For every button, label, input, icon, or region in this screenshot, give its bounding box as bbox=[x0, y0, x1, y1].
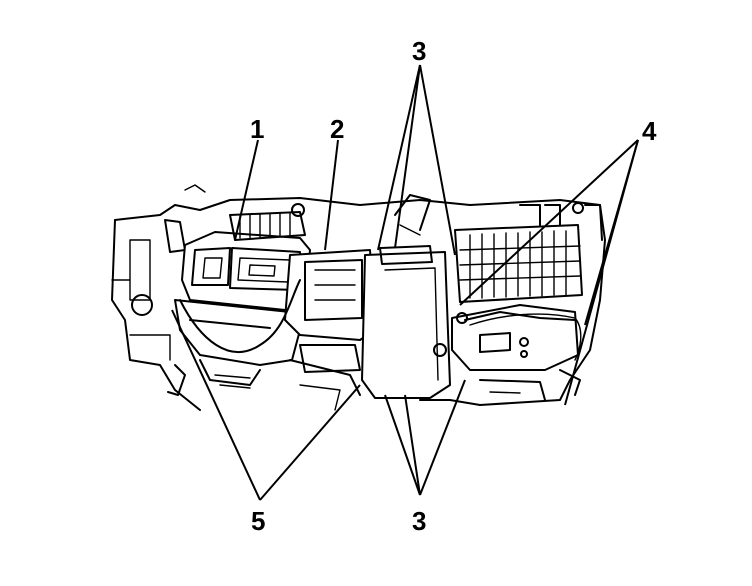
fastener-top bbox=[291, 203, 305, 217]
callout-3-bottom: 3 bbox=[412, 506, 426, 536]
callout-labels: 1 2 3 4 5 3 bbox=[250, 36, 657, 536]
wiring-harness bbox=[179, 279, 582, 361]
callout-5: 5 bbox=[251, 506, 265, 536]
callout-2: 2 bbox=[330, 114, 344, 144]
callout-3-top: 3 bbox=[412, 36, 426, 66]
callout-1: 1 bbox=[250, 114, 264, 144]
fastener-right-mid bbox=[456, 312, 468, 324]
fastener-right-top bbox=[572, 202, 584, 214]
dashboard-frame bbox=[111, 184, 606, 411]
callout-4: 4 bbox=[642, 116, 657, 146]
knob-2 bbox=[520, 350, 528, 358]
grille-lines bbox=[459, 230, 581, 299]
hvac-module-body bbox=[284, 194, 451, 411]
bolt-left bbox=[131, 294, 153, 316]
blower-grille-assembly bbox=[451, 202, 603, 401]
knob-1 bbox=[519, 337, 529, 347]
fastener-center bbox=[433, 343, 447, 357]
leader-lines bbox=[171, 64, 639, 501]
